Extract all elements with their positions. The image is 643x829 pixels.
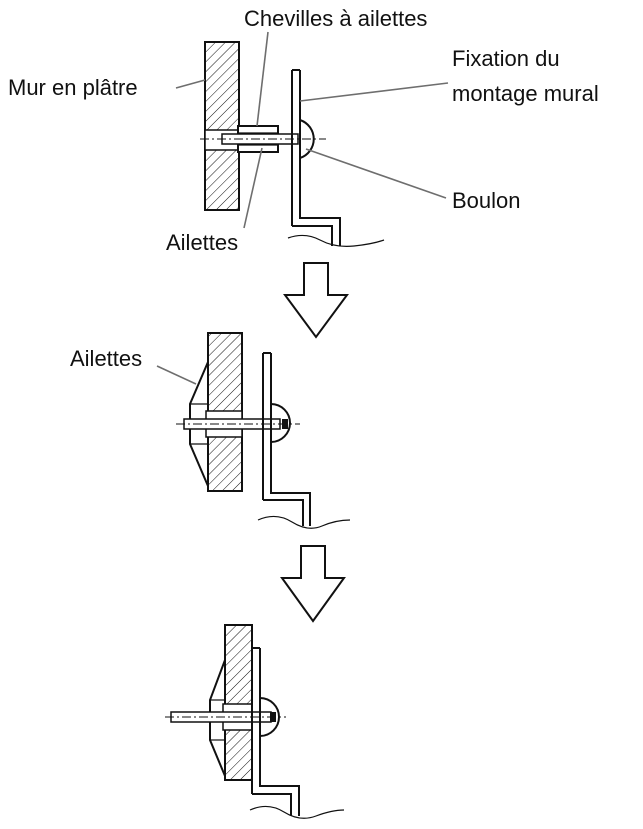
wall-mount-bracket-3: [251, 647, 300, 816]
step-2-drawing: [176, 332, 351, 529]
plaster-wall-section: [204, 41, 240, 211]
label-mount-fixture-line1: Fixation du: [452, 46, 560, 71]
wall-mount-bracket-2: [262, 352, 311, 526]
wall-mount-bracket: [291, 69, 341, 246]
label-bolt: Boulon: [452, 188, 521, 213]
label-wings-step1: Ailettes: [166, 230, 238, 255]
label-plaster-wall: Mur en plâtre: [8, 75, 138, 100]
step-arrow-1: [283, 262, 349, 339]
bolt-head: [299, 119, 315, 159]
label-wings-step2: Ailettes: [70, 346, 142, 371]
step-2-labels: Ailettes: [70, 346, 197, 385]
plaster-wall-section-3: [224, 624, 253, 781]
label-wing-anchors: Chevilles à ailettes: [244, 6, 427, 31]
step-1-drawing: [200, 41, 385, 247]
step-arrow-2: [280, 545, 346, 623]
step-3-drawing: [165, 624, 345, 819]
step-1-labels: Chevilles à ailettes Mur en plâtre Fixat…: [8, 6, 599, 255]
label-mount-fixture-line2: montage mural: [452, 81, 599, 106]
